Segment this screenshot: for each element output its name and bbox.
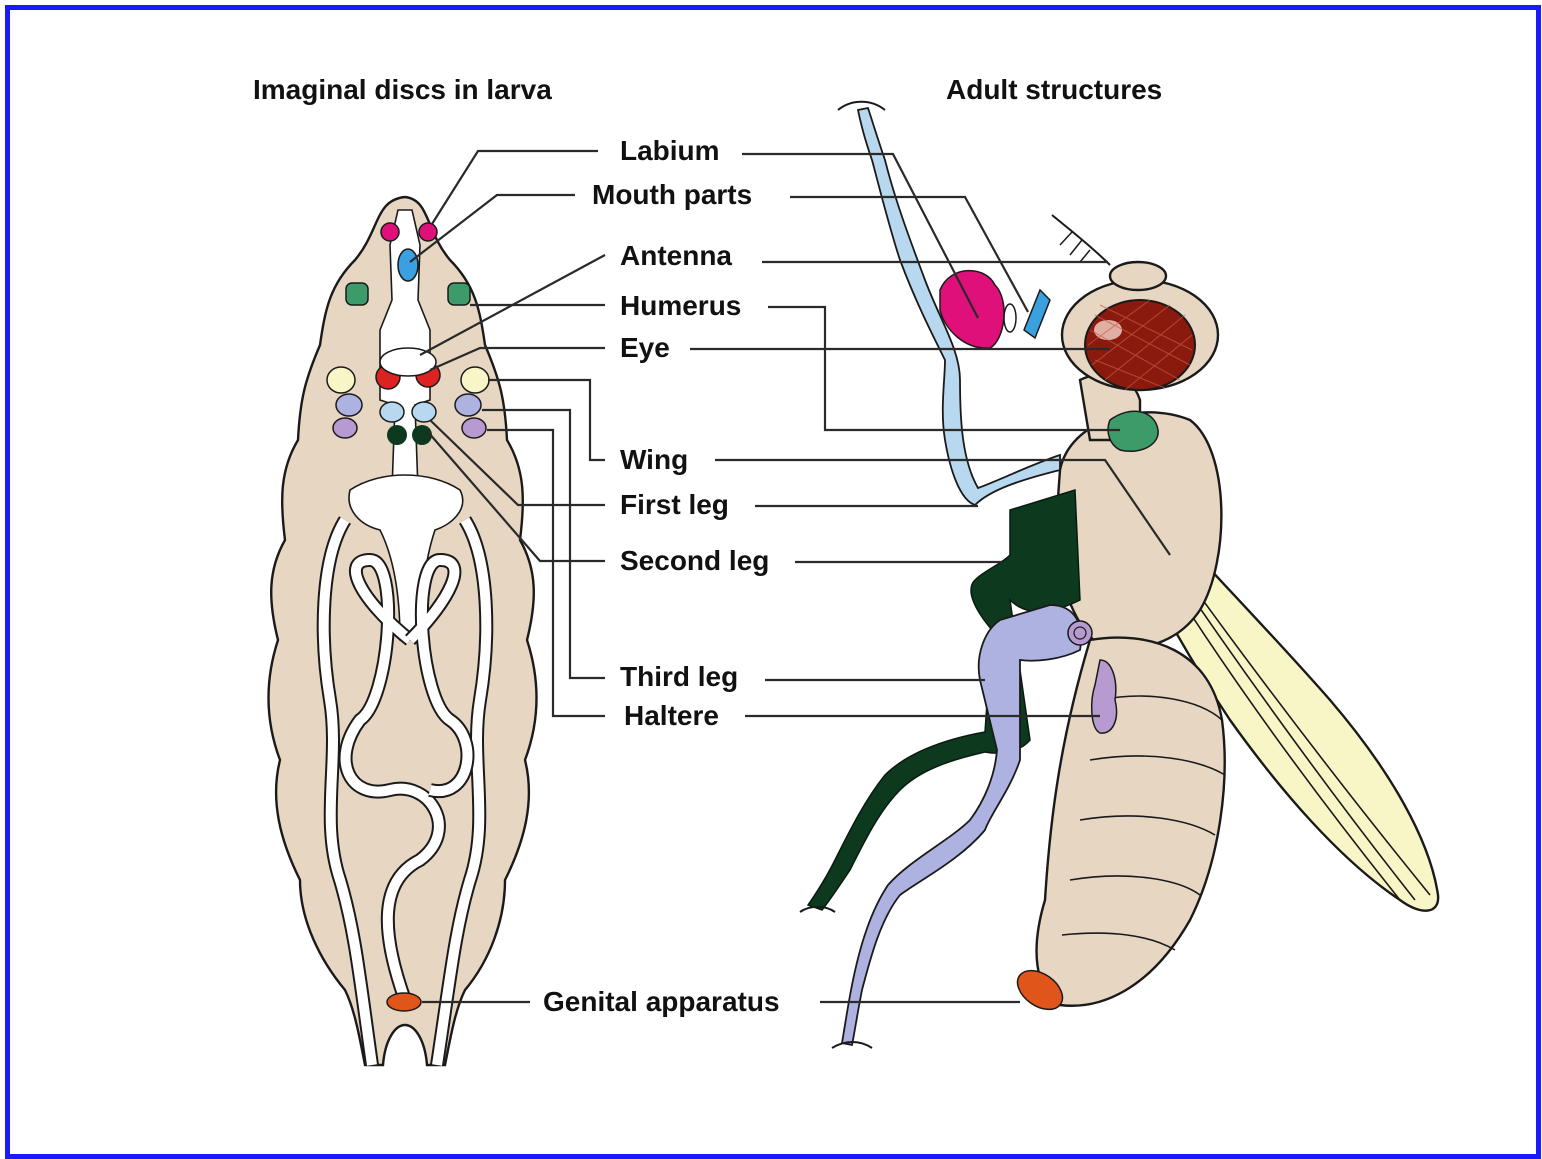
adult-drawing xyxy=(800,102,1438,1048)
larva-second-leg-disc-right xyxy=(412,425,432,445)
larva-labium-disc-left xyxy=(381,223,399,241)
leader-labium-larva xyxy=(432,151,598,224)
larva-mouth-disc xyxy=(398,249,418,281)
adult-eye xyxy=(1085,300,1195,390)
adult-mouth-parts xyxy=(1024,290,1050,338)
larva-drawing xyxy=(268,197,536,1065)
label-eye: Eye xyxy=(620,332,670,363)
label-genital-apparatus: Genital apparatus xyxy=(543,986,780,1017)
adult-header: Adult structures xyxy=(946,74,1162,105)
larva-humerus-disc-right xyxy=(448,283,470,305)
label-third-leg: Third leg xyxy=(620,661,738,692)
larva-humerus-disc-left xyxy=(346,283,368,305)
larva-second-leg-disc-left xyxy=(387,425,407,445)
adult-arista xyxy=(1052,215,1110,265)
larva-third-leg-disc-right xyxy=(455,394,481,416)
adult-abdomen xyxy=(1037,638,1225,1006)
larva-labium-disc-right xyxy=(419,223,437,241)
label-wing: Wing xyxy=(620,444,688,475)
label-labium: Labium xyxy=(620,135,720,166)
larva-haltere-disc-right xyxy=(462,418,486,438)
larva-first-leg-disc-left xyxy=(380,402,404,422)
label-mouth-parts: Mouth parts xyxy=(592,179,752,210)
larva-genital-disc xyxy=(387,993,421,1011)
larva-antenna-disc xyxy=(380,348,436,376)
larva-haltere-disc-left xyxy=(333,418,357,438)
label-haltere: Haltere xyxy=(624,700,719,731)
label-first-leg: First leg xyxy=(620,489,729,520)
larva-third-leg-disc-left xyxy=(336,394,362,416)
adult-antenna-base xyxy=(1110,262,1166,290)
larva-first-leg-disc-right xyxy=(412,402,436,422)
label-second-leg: Second leg xyxy=(620,545,769,576)
label-antenna: Antenna xyxy=(620,240,732,271)
larva-header: Imaginal discs in larva xyxy=(253,74,552,105)
adult-humerus xyxy=(1108,411,1158,451)
larva-wing-disc-left xyxy=(327,367,355,393)
larva-wing-disc-right xyxy=(461,367,489,393)
label-humerus: Humerus xyxy=(620,290,741,321)
